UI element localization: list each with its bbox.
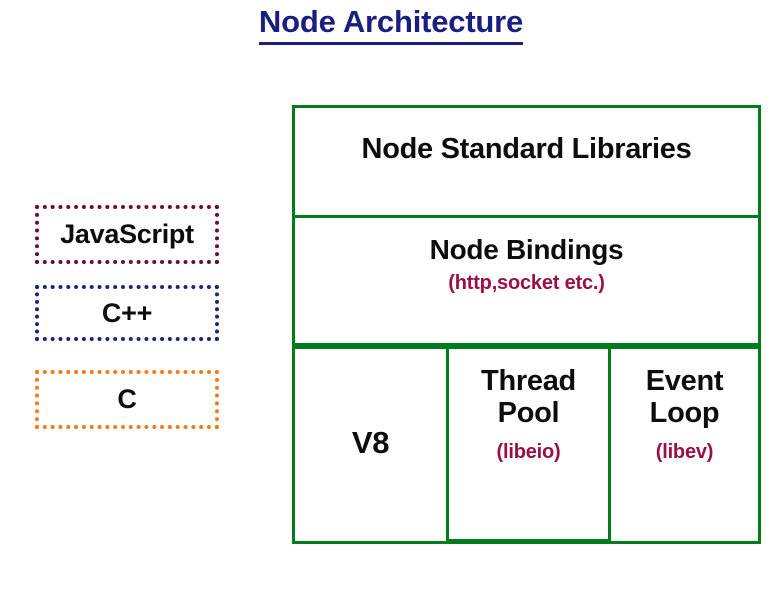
language-label-cpp: C++ bbox=[101, 297, 153, 328]
standard-libraries-label: Node Standard Libraries bbox=[361, 133, 692, 165]
thread-pool-sublabel: (libeio) bbox=[496, 440, 561, 463]
thread-pool-label-line1: Thread bbox=[481, 365, 576, 397]
event-loop-sublabel: (libev) bbox=[655, 440, 714, 463]
architecture-row-runtime: V8 Thread Pool (libeio) Event Loop (libe… bbox=[292, 346, 761, 544]
page-title-text: Node Architecture bbox=[258, 4, 523, 45]
v8-label: V8 bbox=[351, 424, 390, 460]
node-bindings-label: Node Bindings bbox=[429, 234, 624, 265]
page-title: Node Architecture bbox=[0, 4, 782, 45]
language-box-cpp: C++ bbox=[35, 285, 219, 341]
language-label-c: C bbox=[117, 384, 137, 414]
language-label-javascript: JavaScript bbox=[60, 219, 194, 249]
node-bindings-sublabel: (http,socket etc.) bbox=[448, 271, 605, 294]
architecture-cell-thread-pool: Thread Pool (libeio) bbox=[449, 346, 611, 544]
thread-pool-label-line2: Pool bbox=[497, 397, 560, 430]
architecture-row-standard-libraries: Node Standard Libraries bbox=[292, 105, 761, 218]
event-loop-label-line1: Event bbox=[645, 365, 724, 397]
event-loop-label-line2: Loop bbox=[649, 397, 720, 430]
architecture-row-node-bindings: Node Bindings (http,socket etc.) bbox=[292, 218, 761, 346]
language-box-c: C bbox=[35, 370, 219, 429]
language-box-javascript: JavaScript bbox=[35, 205, 219, 264]
architecture-diagram: Node Standard Libraries Node Bindings (h… bbox=[292, 105, 761, 544]
architecture-cell-event-loop: Event Loop (libev) bbox=[611, 346, 761, 544]
architecture-cell-v8: V8 bbox=[292, 346, 449, 544]
language-stack: JavaScript C++ C bbox=[35, 205, 219, 429]
